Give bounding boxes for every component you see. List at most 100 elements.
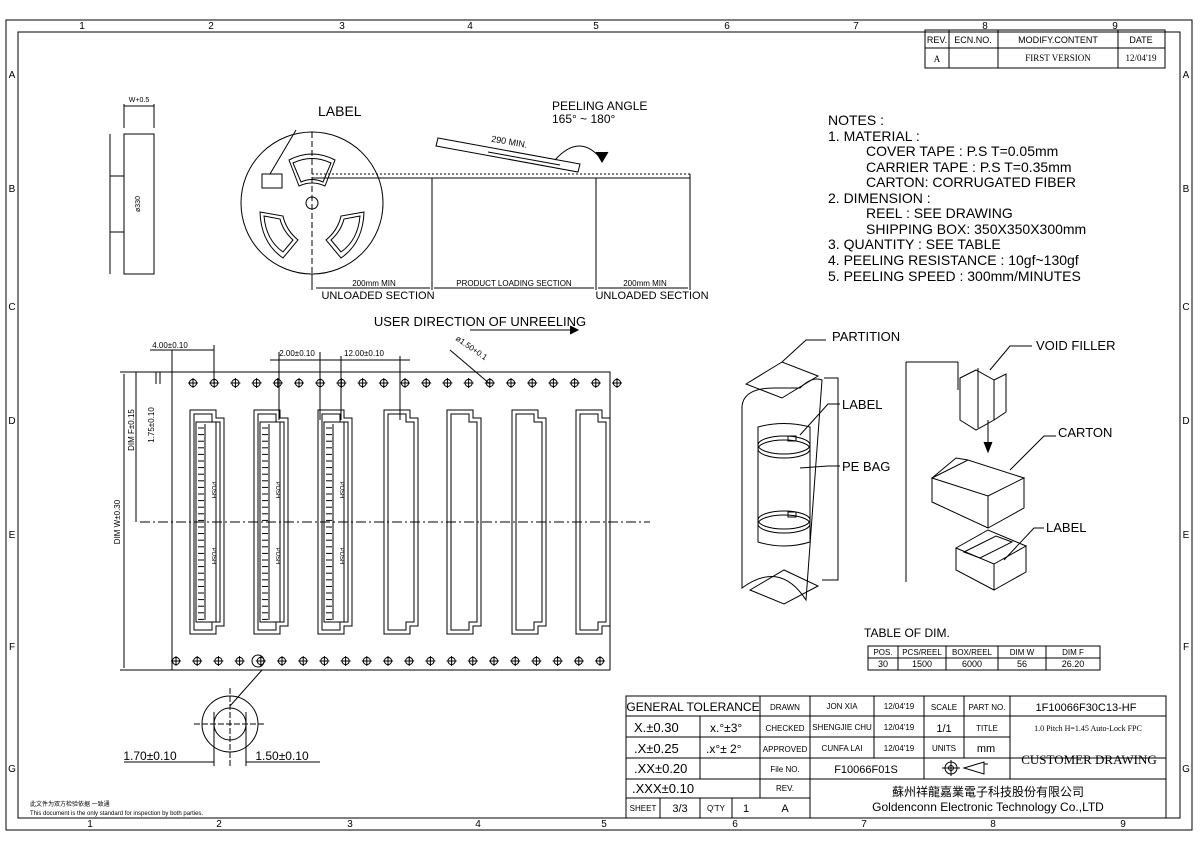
dim-header-pcs: PCS/REEL xyxy=(902,648,942,657)
sheet-value: 3/3 xyxy=(672,803,687,815)
projection-symbol-icon xyxy=(942,760,988,776)
reel-front-view xyxy=(240,129,384,275)
tolerance-angle-2: .x°± 2° xyxy=(706,742,742,756)
push-label: PUSH xyxy=(338,482,344,499)
sprocket-hole xyxy=(590,378,601,388)
note-reel: REEL : SEE DRAWING xyxy=(866,205,1013,221)
notes: NOTES : 1. MATERIAL : COVER TAPE : P.S T… xyxy=(828,112,1086,284)
border-col-label: 5 xyxy=(601,819,607,830)
tape-pocket: PUSH PUSH xyxy=(189,409,225,635)
sprocket-hole xyxy=(277,656,287,666)
sprocket-hole xyxy=(192,656,203,666)
border-row-label: G xyxy=(8,764,16,775)
sprocket-hole xyxy=(234,656,245,666)
peeling-angle-title: PEELING ANGLE xyxy=(552,99,647,113)
dim-170-label: 1.70±0.10 xyxy=(123,749,177,763)
border-col-label: 9 xyxy=(1112,21,1118,32)
sprocket-hole xyxy=(484,378,495,388)
tape-pocket xyxy=(383,409,419,635)
rev-header-date: DATE xyxy=(1129,35,1152,45)
sprocket-hole xyxy=(340,656,351,666)
note-material: 1. MATERIAL : xyxy=(828,128,920,144)
tolerance-xxx: .XX±0.20 xyxy=(634,761,687,776)
push-label: PUSH xyxy=(210,548,216,565)
sprocket-hole xyxy=(527,378,538,388)
scale-label: SCALE xyxy=(931,703,957,712)
note-carton: CARTON: CORRUGATED FIBER xyxy=(866,174,1076,190)
part-no-label: PART NO. xyxy=(969,703,1006,712)
hole-pitch-dim: 4.00±0.10 xyxy=(152,341,188,350)
pe-bag-label: PE BAG xyxy=(842,459,890,474)
sprocket-hole xyxy=(378,378,389,388)
note-quantity: 3. QUANTITY : SEE TABLE xyxy=(828,236,1001,252)
sprocket-hole xyxy=(548,378,559,388)
small-pitch-dim: 2.00±0.10 xyxy=(279,349,315,358)
border-col-label: 4 xyxy=(467,21,473,32)
reel-side-view xyxy=(109,104,155,275)
tolerance-x: X.±0.30 xyxy=(634,720,679,735)
dim-cell-box: 6000 xyxy=(962,659,982,669)
sprocket-hole xyxy=(510,656,521,666)
left-section-name: UNLOADED SECTION xyxy=(321,290,434,302)
border-row-label: C xyxy=(8,302,15,313)
void-filler-label: VOID FILLER xyxy=(1036,338,1115,353)
sprocket-hole xyxy=(171,656,181,666)
approved-date: 12/04'19 xyxy=(884,744,915,753)
unreeling-direction: USER DIRECTION OF UNREELING xyxy=(374,314,586,329)
push-label: PUSH xyxy=(210,482,216,499)
company-name-cn: 蘇州祥龍嘉業電子科技股份有限公司 xyxy=(892,784,1084,799)
packaging-illustration xyxy=(741,339,1056,605)
product-loading-section: PRODUCT LOADING SECTION xyxy=(456,279,572,288)
dim-w-label: DIM W±0.30 xyxy=(113,499,122,544)
sprocket-hole xyxy=(361,656,372,666)
dim-f-label: DIM F±0.15 xyxy=(127,409,136,451)
border-col-label: 2 xyxy=(216,819,222,830)
dim-table: POS. PCS/REEL BOX/REEL DIM W DIM F 30 15… xyxy=(867,645,1101,671)
note-peeling-speed: 5. PEELING SPEED : 300mm/MINUTES xyxy=(828,268,1081,284)
sprocket-hole xyxy=(298,656,309,666)
border-col-label: 5 xyxy=(593,21,599,32)
bag-label-callout: LABEL xyxy=(842,397,882,412)
border-row-label: B xyxy=(9,184,16,195)
drawn-label: DRAWN xyxy=(770,703,800,712)
tape-pocket xyxy=(575,409,611,635)
title-block: GENERAL TOLERANCE X.±0.30 x.°±3° .X±0.25… xyxy=(625,695,1167,819)
border-col-label: 8 xyxy=(982,21,988,32)
sprocket-hole xyxy=(209,378,220,388)
scale-value: 1/1 xyxy=(936,723,951,735)
border-row-label: E xyxy=(9,530,16,541)
border-col-label: 3 xyxy=(339,21,345,32)
partition-label: PARTITION xyxy=(832,329,900,344)
sprocket-holes-top xyxy=(188,378,622,388)
border-col-label: 3 xyxy=(347,819,353,830)
sprocket-hole xyxy=(319,656,330,666)
dim-header-f: DIM F xyxy=(1062,648,1084,657)
units-value: mm xyxy=(977,743,995,755)
right-section-name: UNLOADED SECTION xyxy=(595,290,708,302)
rev-date: 12/04'19 xyxy=(1125,53,1157,63)
note-dimension: 2. DIMENSION : xyxy=(828,190,931,206)
sprocket-hole xyxy=(315,378,326,388)
dim-header-pos: POS. xyxy=(873,648,892,657)
sprocket-hole xyxy=(188,378,198,388)
border-col-label: 4 xyxy=(475,819,481,830)
push-label: PUSH xyxy=(338,548,344,565)
dim-header-box: BOX/REEL xyxy=(952,648,993,657)
rev-value: A xyxy=(781,803,789,815)
dim-cell-pcs: 1500 xyxy=(912,659,932,669)
sprocket-hole xyxy=(467,656,478,666)
peeling-angle-value: 165° ~ 180° xyxy=(552,112,616,126)
notes-title: NOTES : xyxy=(828,112,884,128)
push-label: PUSH xyxy=(274,548,280,565)
sprocket-hole xyxy=(230,378,241,388)
rev-header-rev: REV. xyxy=(927,35,947,45)
reel-label-callout: LABEL xyxy=(318,103,362,119)
border-row-label: G xyxy=(1182,764,1190,775)
drawing-title: 1.0 Pitch H=1.45 Auto-Lock FPC xyxy=(1034,724,1142,733)
sprocket-hole xyxy=(506,378,516,388)
file-number: F10066F01S xyxy=(834,764,898,776)
footnote-cn: 此文件为双方检验依据 一致通 xyxy=(30,800,110,808)
dim-cell-f: 26.20 xyxy=(1062,659,1085,669)
title-label: TITLE xyxy=(976,724,998,733)
